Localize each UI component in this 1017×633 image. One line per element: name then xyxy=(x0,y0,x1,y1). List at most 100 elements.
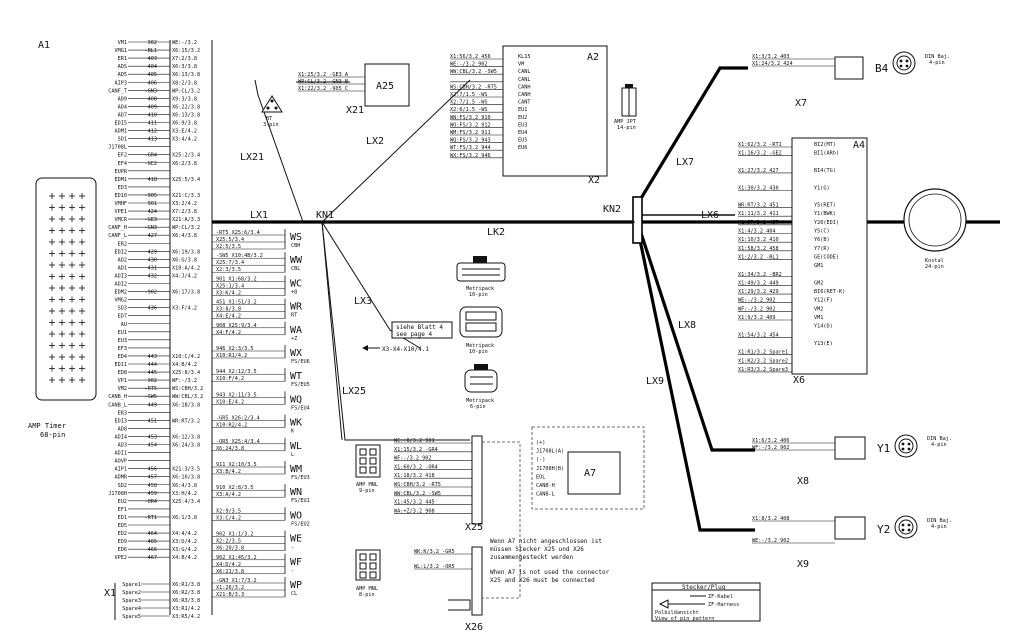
a1-wire-destination: X25:5/3.4 xyxy=(172,177,200,183)
a1-pin-name: VPE2 xyxy=(115,555,128,561)
a1-wire-destination: WR:RT/3.2 xyxy=(172,418,200,424)
amp-jpt-connector-icon xyxy=(621,84,637,117)
splice-id: WP xyxy=(290,580,302,591)
a1-wire-number: 459 xyxy=(148,491,157,497)
splice-id: WF xyxy=(290,557,302,568)
a1-pin-name: ADI1 xyxy=(115,451,128,457)
splice-row: X25:7/3.4 xyxy=(216,260,244,266)
x2-pin-function: CANT xyxy=(518,100,531,106)
a1-pin-name: J1708H xyxy=(108,491,127,497)
a1-wire-destination: WE:-/3.2 xyxy=(172,40,197,46)
splice-row: X3:A/4.2 xyxy=(216,492,241,498)
a1-wire-destination: X9:3/3.8 xyxy=(172,96,197,102)
x2-wire-row: X2:7/1.5 -WS xyxy=(450,92,487,98)
a1-pin-name: EU1 xyxy=(118,330,127,336)
splice-sub: K xyxy=(291,429,295,435)
x2-wire-row: WQ:FS/3.2 943 xyxy=(450,138,491,144)
metripack-6-caption-pins: 6-pin xyxy=(470,404,486,410)
a1-pin-name: VMG1 xyxy=(115,48,128,54)
splice-row: 902 X1:45/3.2 xyxy=(216,555,257,561)
x2-wire-row: X1:56/3.2 456 xyxy=(450,54,491,60)
legend-bottom-de: Polbildansicht xyxy=(655,610,699,616)
a1-pin-name: EDI2 xyxy=(115,249,128,255)
splice-id: WX xyxy=(290,348,302,359)
label-x26: X26 xyxy=(465,622,483,633)
x6-row: X1:4/3.2 404 xyxy=(738,229,775,235)
label-lx8: LX8 xyxy=(678,320,696,331)
a1-wire-number: 412 xyxy=(148,129,157,135)
label-x1: X1 xyxy=(104,588,116,599)
a4-pin-function: Y14(D) xyxy=(814,324,833,330)
a1-wire-number: 464 xyxy=(148,531,157,537)
a4-pin-function: GE(CODE) xyxy=(814,254,839,260)
splice-sub: CL xyxy=(291,591,297,597)
bt-caption-name: BT xyxy=(266,116,272,122)
a1-pin-name: ED5 xyxy=(118,523,127,529)
a1-wire-destination: X8:2/3.8 xyxy=(172,80,197,86)
label-a7: A7 xyxy=(584,468,596,479)
a1-wire-number: 405 xyxy=(148,72,157,78)
a1-wire-destination: WP:CL/3.2 xyxy=(172,225,200,231)
amp-mnl9-caption-pins: 9-pin xyxy=(359,488,375,494)
a1-wire-destination: X21:C/3.3 xyxy=(172,193,200,199)
x6-row: X1:62/3.2 -RT1 xyxy=(738,142,782,148)
note-en-1: When A7 is not used the connector xyxy=(490,569,610,576)
x6-row: X1:R3/3.2 Spare3 xyxy=(738,367,788,373)
a1-wire-number: 409 xyxy=(148,104,157,110)
label-x25: X25 xyxy=(465,522,483,533)
splice-row: -SW5 X10:4B/3.2 xyxy=(216,253,263,259)
label-lx7: LX7 xyxy=(676,157,694,168)
a1-pin-name: ED11 xyxy=(115,362,128,368)
x2-pin-function: CANL xyxy=(518,77,531,83)
a1-pin-name: AD4 xyxy=(118,104,127,110)
a1-pin-name: EDM2 xyxy=(115,290,128,296)
splice-row: X1:26/3.2 xyxy=(216,585,244,591)
spare-destination: X3:R1/4.2 xyxy=(172,606,200,612)
x25-row: WC:+8/3.2 901 xyxy=(394,438,435,444)
splice-row: X25:1/3.4 xyxy=(216,283,244,289)
x25-row: X1:60/3.2 -OR4 xyxy=(394,464,438,470)
splice-id: WN xyxy=(290,487,302,498)
splice-row: X10:R2/4.2 xyxy=(216,423,247,429)
a1-wire-number: 454 xyxy=(148,443,157,449)
a1-pin-name: AD2 xyxy=(118,257,127,263)
x2-pin-function: CANH xyxy=(518,84,531,90)
a1-pin-name: AD5 xyxy=(118,72,127,78)
x6-row: X1:16/3.2 -GE2 xyxy=(738,151,782,157)
a1-pin-name: AOVP xyxy=(115,459,128,465)
a1-wire-destination: WF:-/3.2 xyxy=(172,378,197,384)
x6-row: X1:9/3.2 409 xyxy=(738,315,775,321)
a1-pin-name: VMCR xyxy=(115,217,128,223)
a1-wire-number: 413 xyxy=(148,137,157,143)
a1-wire-number: -905 xyxy=(145,193,158,199)
a4-pin-function: Y6(B) xyxy=(814,237,830,243)
a4-pin-function: BI2(MT) xyxy=(814,142,836,148)
a1-wire-destination: X25:8/3.4 xyxy=(172,370,200,376)
a1-pin-name: J1708L xyxy=(108,145,127,151)
a1-wire-number: 418 xyxy=(148,177,157,183)
a1-pin-name: ED4 xyxy=(118,354,127,360)
splice-row: X10:E/4.2 xyxy=(216,399,244,405)
din-y1-caption-pins: 4-pin xyxy=(931,442,947,448)
x6-row: X1:11/3.2 411 xyxy=(738,211,779,217)
a1-pin-name: EF3 xyxy=(118,346,127,352)
metripack-a-caption-pins: 10-pin xyxy=(469,292,488,298)
splice-row: X2:9/3.5 xyxy=(216,508,241,514)
a1-wire-number: 411 xyxy=(148,121,157,127)
a1-wire-number: 453 xyxy=(148,434,157,440)
splice-row: X6:20/3.8 xyxy=(216,546,244,552)
a1-pin-name: ED7 xyxy=(118,314,127,320)
label-lx6: LX6 xyxy=(701,210,719,221)
a1-wire-number: 457 xyxy=(148,475,157,481)
a1-wire-number: -GN3 xyxy=(145,225,158,231)
splice-row: -GN3 X1:7/3.2 xyxy=(216,578,257,584)
splice-row: X4:E/4.2 xyxy=(216,314,241,320)
a1-wire-destination: X6:17/3.8 xyxy=(172,290,200,296)
splice-sub: - xyxy=(291,545,294,551)
a4-pin-function: BI1(ARb) xyxy=(814,151,839,157)
x6-row: WF:-/3.2 902 xyxy=(738,306,775,312)
